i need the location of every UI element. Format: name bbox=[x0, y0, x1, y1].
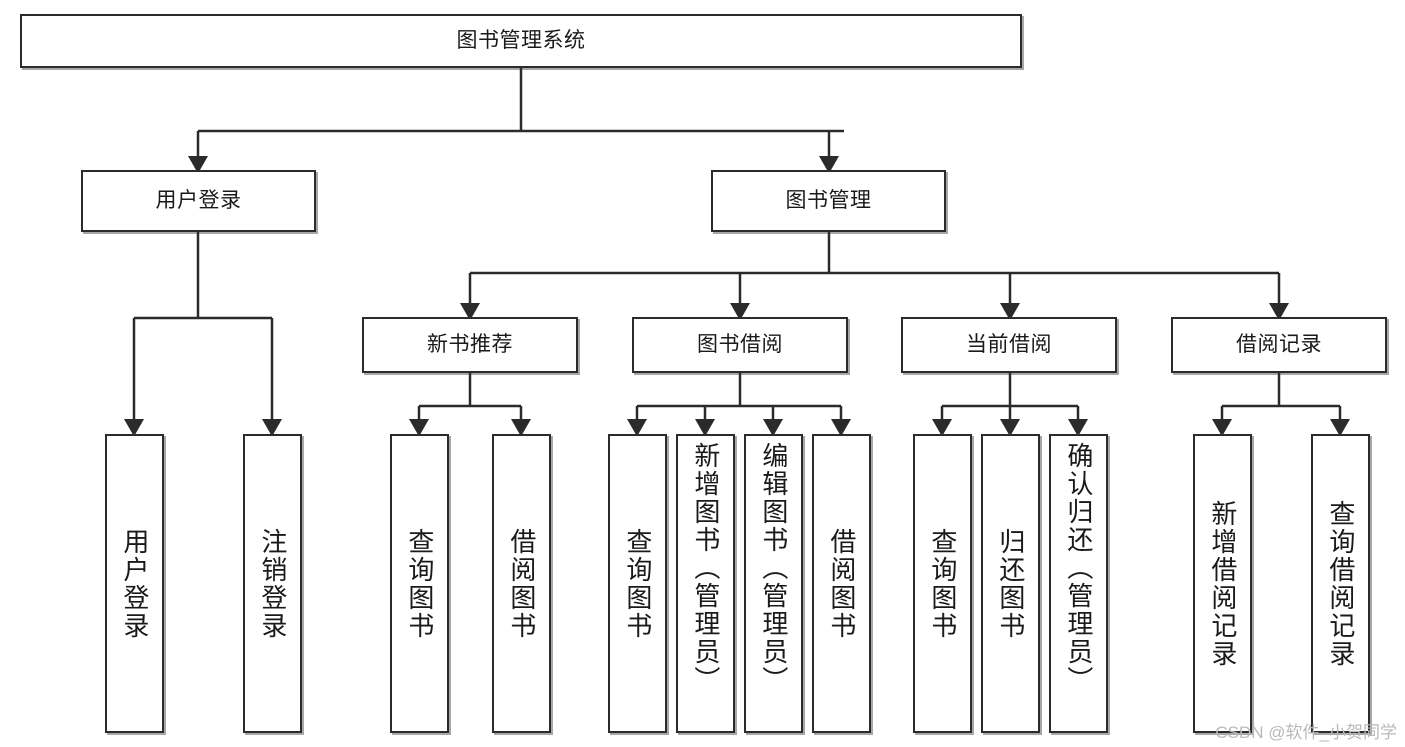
leaf-book-borrow-query[interactable]: 查询图书 bbox=[608, 434, 667, 733]
node-root[interactable]: 图书管理系统 bbox=[20, 14, 1022, 68]
leaf-label: 注销登录 bbox=[257, 527, 288, 640]
node-current-borrow-label: 当前借阅 bbox=[966, 332, 1052, 356]
leaf-label: 用户登录 bbox=[119, 527, 150, 640]
leaf-current-borrow-query[interactable]: 查询图书 bbox=[913, 434, 972, 733]
node-book-management[interactable]: 图书管理 bbox=[711, 170, 946, 232]
node-root-label: 图书管理系统 bbox=[456, 28, 586, 52]
node-borrow-record[interactable]: 借阅记录 bbox=[1171, 317, 1387, 373]
node-user-login[interactable]: 用户登录 bbox=[81, 170, 316, 232]
leaf-user-login-login[interactable]: 用户登录 bbox=[105, 434, 164, 733]
leaf-label: 新增借阅记录 bbox=[1207, 499, 1238, 668]
leaf-label: 归还图书 bbox=[995, 527, 1026, 640]
leaf-book-borrow-borrow[interactable]: 借阅图书 bbox=[812, 434, 871, 733]
node-current-borrow[interactable]: 当前借阅 bbox=[901, 317, 1117, 373]
node-user-login-label: 用户登录 bbox=[155, 188, 242, 212]
leaf-label: 借阅图书 bbox=[826, 527, 857, 640]
leaf-user-login-logout[interactable]: 注销登录 bbox=[243, 434, 302, 733]
leaf-book-borrow-edit[interactable]: 编辑图书（管理员） bbox=[744, 434, 803, 733]
node-new-book-recommend-label: 新书推荐 bbox=[427, 332, 513, 356]
node-book-borrow-label: 图书借阅 bbox=[697, 332, 783, 356]
node-borrow-record-label: 借阅记录 bbox=[1236, 332, 1322, 356]
leaf-current-borrow-return[interactable]: 归还图书 bbox=[981, 434, 1040, 733]
leaf-current-borrow-confirm[interactable]: 确认归还（管理员） bbox=[1049, 434, 1108, 733]
leaf-label: 查询图书 bbox=[404, 527, 435, 640]
node-new-book-recommend[interactable]: 新书推荐 bbox=[362, 317, 578, 373]
node-book-borrow[interactable]: 图书借阅 bbox=[632, 317, 848, 373]
leaf-label: 新增图书（管理员） bbox=[690, 442, 721, 694]
leaf-book-borrow-add[interactable]: 新增图书（管理员） bbox=[676, 434, 735, 733]
leaf-label: 编辑图书（管理员） bbox=[758, 442, 789, 694]
leaf-label: 确认归还（管理员） bbox=[1063, 442, 1094, 694]
node-book-management-label: 图书管理 bbox=[785, 188, 872, 212]
leaf-borrow-record-query[interactable]: 查询借阅记录 bbox=[1311, 434, 1370, 733]
leaf-new-book-borrow[interactable]: 借阅图书 bbox=[492, 434, 551, 733]
leaf-borrow-record-add[interactable]: 新增借阅记录 bbox=[1193, 434, 1252, 733]
leaf-new-book-query[interactable]: 查询图书 bbox=[390, 434, 449, 733]
leaf-label: 查询借阅记录 bbox=[1325, 499, 1356, 668]
leaf-label: 查询图书 bbox=[622, 527, 653, 640]
leaf-label: 查询图书 bbox=[927, 527, 958, 640]
leaf-label: 借阅图书 bbox=[506, 527, 537, 640]
csdn-watermark: CSDN @软件_小贺同学 bbox=[1215, 723, 1397, 742]
